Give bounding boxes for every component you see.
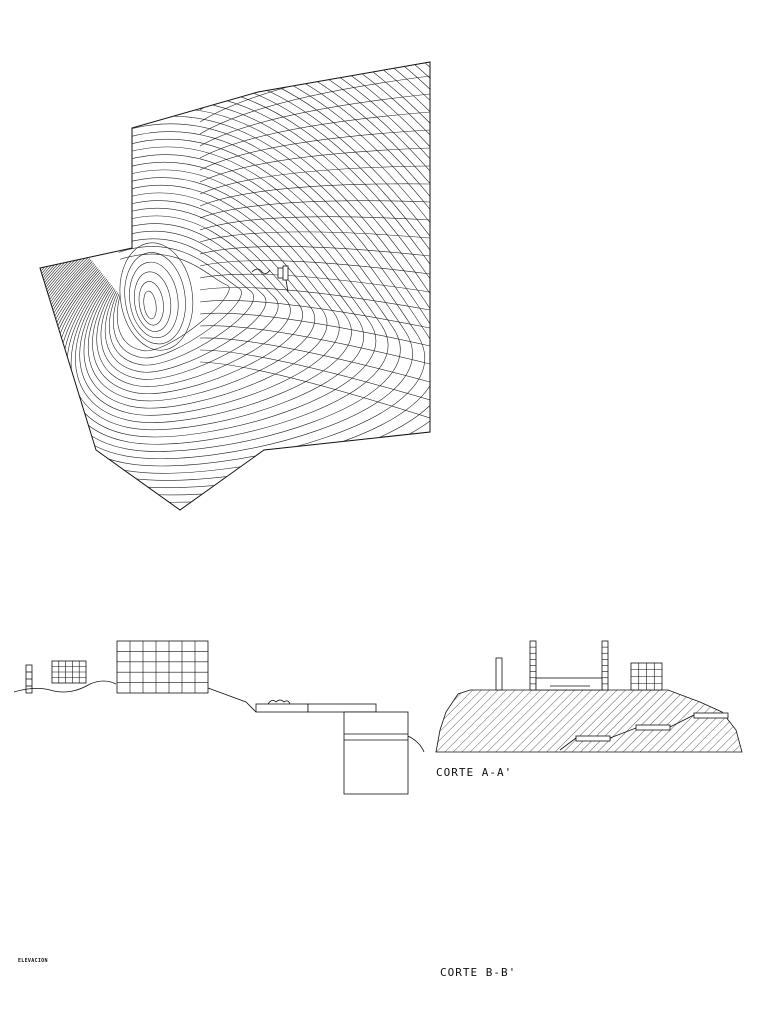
pit-structure <box>343 711 409 795</box>
tower-a-left <box>529 640 537 691</box>
platform-1 <box>255 703 309 713</box>
elevation-upper <box>13 640 425 795</box>
contour-lines <box>40 62 430 510</box>
topographic-site-plan <box>39 61 431 511</box>
grid-block-small <box>51 660 87 684</box>
tower-small <box>25 664 33 694</box>
grid-block-large <box>116 640 209 694</box>
building-footprint-icon <box>251 265 289 293</box>
tower-a-right <box>601 640 609 691</box>
section-a <box>435 640 743 753</box>
platform-2 <box>307 703 377 713</box>
terrain-line <box>13 680 257 713</box>
grid-block-a <box>630 662 663 691</box>
section-b-caption: CORTE B-B' <box>440 966 517 979</box>
section-a-slabs <box>559 712 729 751</box>
elevation-caption: ELEVACION <box>18 958 48 964</box>
section-a-terrain <box>435 689 743 753</box>
site-boundary <box>39 61 431 511</box>
section-a-caption: CORTE A-A' <box>436 766 513 779</box>
section-a-hall <box>535 677 603 691</box>
